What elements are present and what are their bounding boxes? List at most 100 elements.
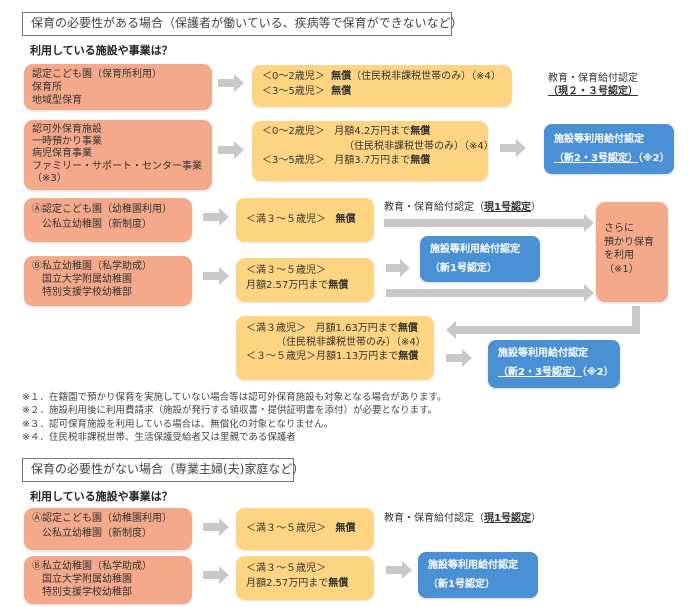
fee-age: ＜満３～５歳児＞: [246, 523, 326, 534]
certification-type: （新2・3号認定）: [498, 367, 582, 378]
footnotes: ※１．在籍園で預かり保育を実施していない場合等は認可外保育施設も対象となる場合が…: [22, 391, 446, 444]
section2-subheading: 利用している施設や事業は？: [30, 490, 173, 503]
facility-label: 国立大学附属幼稚園: [42, 274, 132, 285]
fee-box-nursery: ＜0～2歳児＞ 無償（住民税非課税世帯のみ）（※4） ＜3～5歳児＞ 無償: [252, 65, 512, 107]
fee-amount: 無償: [398, 351, 419, 362]
fee-age: ＜満３歳児＞: [246, 323, 306, 334]
fee-amount: 無償: [335, 523, 356, 534]
s2-facility-box-kindergarten-a: Ⓐ認定こども園（幼稚園利用） 公私立幼稚園（新制度）: [24, 508, 192, 550]
certification-label-edu: 教育・保育給付認定 （現２・３号認定）: [548, 72, 638, 98]
extra-care-label: を利用: [604, 250, 634, 261]
facility-box-kindergarten-a: Ⓐ認定こども園（幼稚園利用） 公私立幼稚園（新制度）: [24, 198, 192, 242]
fee-age: ＜0～2歳児＞: [262, 126, 325, 137]
facility-label: Ⓐ認定こども園（幼稚園利用）: [32, 513, 172, 524]
s2-fee-box-kindergarten-a: ＜満３～５歳児＞ 無償: [236, 508, 374, 550]
fee-box-kindergarten-b: ＜満３～５歳児＞ 月額2.57万円まで無償: [236, 258, 374, 302]
certification-title: 施設等利用給付認定: [430, 244, 520, 255]
facility-box-nursery: 認定こども園（保育所利用） 保育所 地域型保育: [24, 64, 212, 110]
certification-type: （現２・３号認定）: [548, 86, 638, 97]
fee-age: ＜満３～５歳児＞: [246, 563, 326, 574]
certification-type: 現1号認定: [484, 202, 531, 213]
fee-amount: 無償: [410, 155, 431, 166]
fee-limit: 月額3.7万円まで: [334, 155, 411, 166]
certification-type: （新1号認定）: [428, 579, 495, 590]
facility-label: 認可外保育施設: [32, 124, 102, 135]
certification-type: （新2・3号認定）: [554, 153, 638, 164]
facility-label: 特別支援学校幼稚部: [42, 587, 132, 598]
facility-label: 公私立幼稚園（新制度）: [42, 527, 152, 539]
certification-box-new23: 施設等利用給付認定 （新2・3号認定）（※2）: [544, 124, 674, 174]
certification-label-close: ）: [530, 202, 541, 213]
fee-amount: 無償: [328, 279, 349, 291]
s2-fee-box-kindergarten-b: ＜満３～５歳児＞ 月額2.57万円まで無償: [236, 556, 374, 600]
facility-label: ファミリー・サポート・センター事業: [32, 160, 202, 172]
fee-age: ＜3～5歳児＞: [262, 155, 325, 166]
facility-label: （※3）: [32, 172, 67, 184]
facility-box-unlicensed: 認可外保育施設 一時預かり事業 病児保育事業 ファミリー・サポート・センター事業…: [24, 120, 212, 190]
facility-box-kindergarten-b: Ⓑ私立幼稚園（私学助成） 国立大学附属幼稚園 特別支援学校幼稚部: [24, 256, 192, 306]
facility-label: 国立大学附属幼稚園: [42, 574, 132, 585]
certification-title: 施設等利用給付認定: [554, 134, 644, 145]
facility-label: 公私立幼稚園（新制度）: [42, 219, 152, 230]
facility-label: 特別支援学校幼稚部: [42, 287, 132, 298]
fee-limit: 月額1.13万円まで: [316, 351, 399, 362]
fee-amount: 無償: [331, 86, 352, 97]
fee-limit: 月額2.57万円まで: [246, 577, 329, 589]
fee-box-extra-care: ＜満３歳児＞ 月額1.63万円まで無償 （住民税非課税世帯のみ）（※4） ＜３～…: [236, 316, 434, 380]
certification-title: 施設等利用給付認定: [498, 348, 588, 359]
certification-title: 施設等利用給付認定: [428, 560, 518, 571]
fee-amount: 無償: [328, 577, 349, 589]
return-connector-vertical: [632, 306, 640, 334]
fee-box-unlicensed: ＜0～2歳児＞ 月額4.2万円まで無償 （住民税非課税世帯のみ）（※4） ＜3～…: [252, 121, 494, 181]
fee-note: （住民税非課税世帯のみ）（※4）: [344, 140, 494, 152]
facility-label: 地域型保育: [32, 95, 82, 106]
fee-limit: 月額1.63万円まで: [315, 323, 398, 334]
fee-note: （住民税非課税世帯のみ）（※4）: [276, 337, 426, 348]
fee-age: ＜0～2歳児＞: [262, 71, 325, 82]
fee-amount: 無償: [397, 323, 418, 334]
facility-label: 一時預かり事業: [32, 136, 102, 148]
fee-amount: 無償: [335, 214, 356, 225]
section1-title: 保育の必要性がある場合（保護者が働いている、疾病等で保育ができないなど）: [22, 12, 463, 36]
facility-label: 認定こども園（保育所利用）: [32, 69, 162, 80]
s2-facility-box-kindergarten-b: Ⓑ私立幼稚園（私学助成） 国立大学附属幼稚園 特別支援学校幼稚部: [24, 556, 192, 604]
facility-label: Ⓑ私立幼稚園（私学助成）: [32, 261, 152, 272]
extra-care-label: 預かり保育: [604, 236, 654, 248]
facility-label: 保育所: [32, 82, 62, 93]
extra-care-label: さらに: [604, 223, 634, 234]
certification-type: 現1号認定: [484, 513, 531, 524]
fee-note: （住民税非課税世帯のみ）（※4）: [351, 71, 501, 82]
fee-age: ＜満３～５歳児＞: [246, 214, 326, 225]
certification-type: （新1号認定）: [430, 263, 497, 274]
s2-certification-label-current1: 教育・保育給付認定（現1号認定）: [384, 512, 541, 525]
footnote: ※４．住民税非課税世帯、生活保護受給者又は里親である保護者: [22, 431, 296, 443]
facility-label: Ⓑ私立幼稚園（私学助成）: [32, 561, 152, 572]
certification-label: 教育・保育給付認定: [548, 73, 638, 84]
fee-limit: 月額4.2万円まで: [334, 126, 411, 137]
fee-age: ＜3～5歳児＞: [262, 86, 325, 97]
extra-care-label: （※1）: [604, 263, 639, 275]
certification-label-current1: 教育・保育給付認定（現1号認定）: [384, 201, 541, 214]
footnote: ※３．認可保育施設を利用している場合は、無償化の対象となりません。: [22, 418, 334, 430]
footnote: ※２．施設利用後に利用費請求（施設が発行する領収書・提供証明書を添付）が必要とな…: [22, 405, 438, 417]
certification-box-new23-extra: 施設等利用給付認定 （新2・3号認定）（※2）: [488, 340, 620, 388]
extra-care-box: さらに 預かり保育 を利用 （※1）: [596, 202, 668, 302]
certification-label-close: ）: [530, 513, 541, 524]
fee-amount: 無償: [331, 71, 352, 82]
certification-note: （※2）: [637, 153, 670, 164]
section1-subheading: 利用している施設や事業は？: [30, 44, 173, 57]
certification-label: 教育・保育給付認定（: [384, 202, 484, 213]
facility-label: 病児保育事業: [32, 148, 92, 160]
footnote: ※１．在籍園で預かり保育を実施していない場合等は認可外保育施設も対象となる場合が…: [22, 392, 447, 403]
fee-age: ＜３～５歳児＞: [246, 351, 316, 362]
fee-age: ＜満３～５歳児＞: [246, 265, 326, 276]
certification-label: 教育・保育給付認定（: [384, 513, 484, 524]
s2-certification-box-new1: 施設等利用給付認定 （新1号認定）: [418, 552, 538, 598]
fee-limit: 月額2.57万円まで: [246, 279, 329, 291]
fee-amount: 無償: [410, 126, 431, 137]
certification-note: （※2）: [581, 367, 614, 378]
facility-label: Ⓐ認定こども園（幼稚園利用）: [32, 204, 172, 215]
section2-title: 保育の必要性がない場合（専業主婦(夫)家庭など）: [22, 458, 304, 482]
fee-box-kindergarten-a: ＜満３～５歳児＞ 無償: [236, 198, 374, 242]
certification-box-new1: 施設等利用給付認定 （新1号認定）: [420, 236, 540, 282]
